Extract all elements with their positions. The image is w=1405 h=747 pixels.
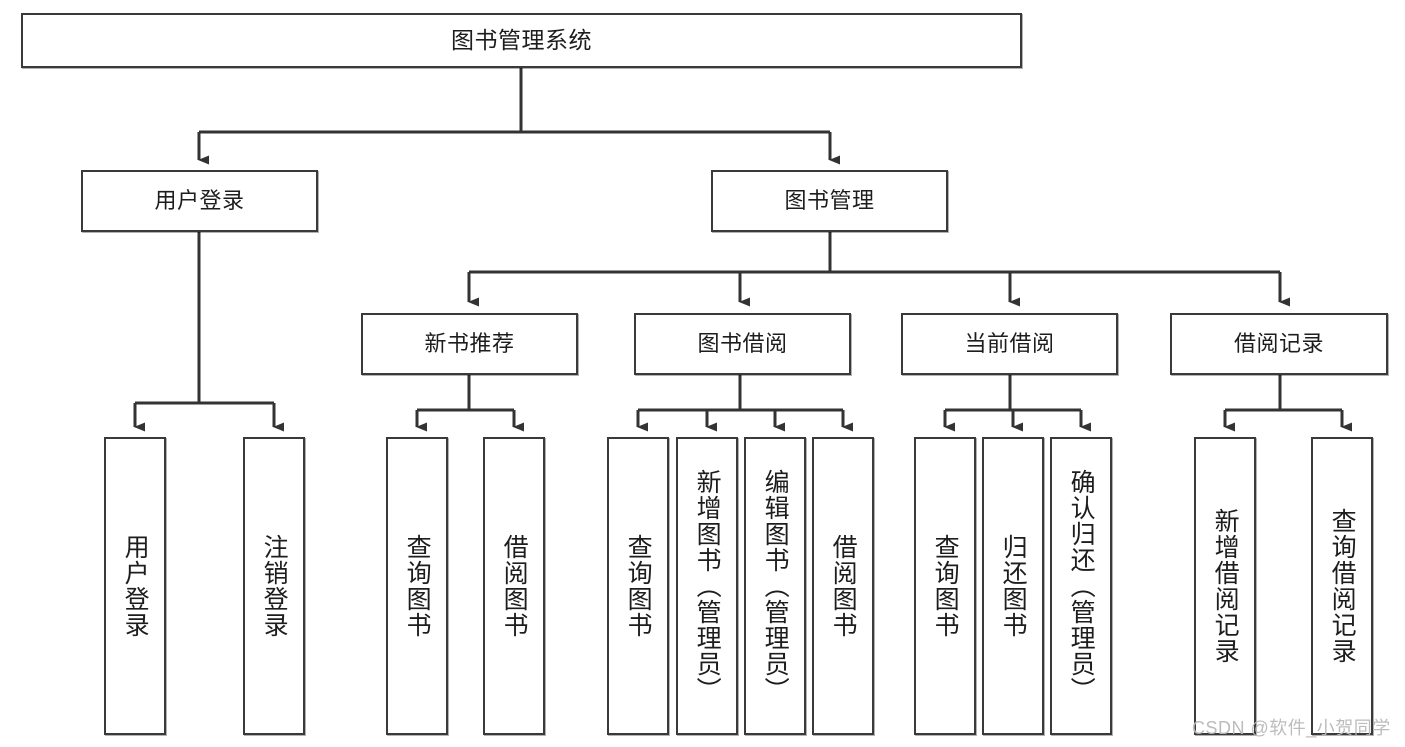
node-label: 借阅图书 bbox=[829, 534, 858, 638]
node-label: 确认归还（管理员） bbox=[1067, 469, 1096, 703]
node-label: 编辑图书（管理员） bbox=[761, 469, 790, 703]
node-leaf-confirm-return[interactable]: 确认归还（管理员） bbox=[1050, 437, 1112, 735]
node-system-title[interactable]: 图书管理系统 bbox=[21, 13, 1022, 68]
node-label: 用户登录 bbox=[121, 534, 150, 638]
node-label: 当前借阅 bbox=[964, 331, 1055, 357]
node-leaf-borrow-book-2[interactable]: 借阅图书 bbox=[812, 437, 874, 735]
node-current-borrow[interactable]: 当前借阅 bbox=[901, 313, 1118, 375]
node-label: 新增图书（管理员） bbox=[693, 469, 722, 703]
node-label: 查询图书 bbox=[931, 534, 960, 638]
node-leaf-query-book-3[interactable]: 查询图书 bbox=[914, 437, 976, 735]
node-label: 用户登录 bbox=[154, 188, 245, 214]
node-leaf-logout-login[interactable]: 注销登录 bbox=[243, 437, 305, 735]
node-borrow-record[interactable]: 借阅记录 bbox=[1170, 313, 1388, 375]
node-leaf-user-login[interactable]: 用户登录 bbox=[104, 437, 166, 735]
node-new-book-recommend[interactable]: 新书推荐 bbox=[361, 313, 578, 375]
node-leaf-borrow-book-1[interactable]: 借阅图书 bbox=[483, 437, 545, 735]
node-label: 查询图书 bbox=[403, 534, 432, 638]
node-label: 新增借阅记录 bbox=[1211, 508, 1240, 664]
node-leaf-edit-book[interactable]: 编辑图书（管理员） bbox=[744, 437, 806, 735]
csdn-watermark: CSDN @软件_小贺同学 bbox=[1192, 718, 1391, 738]
node-label: 借阅记录 bbox=[1233, 331, 1324, 357]
node-label: 图书管理 bbox=[784, 188, 875, 214]
node-label: 借阅图书 bbox=[500, 534, 529, 638]
node-leaf-return-book[interactable]: 归还图书 bbox=[982, 437, 1044, 735]
node-label: 查询图书 bbox=[624, 534, 653, 638]
node-label: 归还图书 bbox=[999, 534, 1028, 638]
node-leaf-query-book-2[interactable]: 查询图书 bbox=[607, 437, 669, 735]
node-book-borrow[interactable]: 图书借阅 bbox=[634, 313, 851, 375]
node-label: 注销登录 bbox=[260, 534, 289, 638]
node-label: 新书推荐 bbox=[424, 331, 515, 357]
node-label: 查询借阅记录 bbox=[1328, 508, 1357, 664]
node-user-login[interactable]: 用户登录 bbox=[81, 170, 318, 232]
node-leaf-query-book-1[interactable]: 查询图书 bbox=[386, 437, 448, 735]
node-leaf-add-record[interactable]: 新增借阅记录 bbox=[1194, 437, 1256, 735]
node-leaf-add-book[interactable]: 新增图书（管理员） bbox=[676, 437, 738, 735]
node-leaf-query-record[interactable]: 查询借阅记录 bbox=[1311, 437, 1373, 735]
node-book-management[interactable]: 图书管理 bbox=[711, 170, 948, 232]
node-label: 图书借阅 bbox=[697, 331, 788, 357]
node-label: 图书管理系统 bbox=[451, 26, 592, 53]
